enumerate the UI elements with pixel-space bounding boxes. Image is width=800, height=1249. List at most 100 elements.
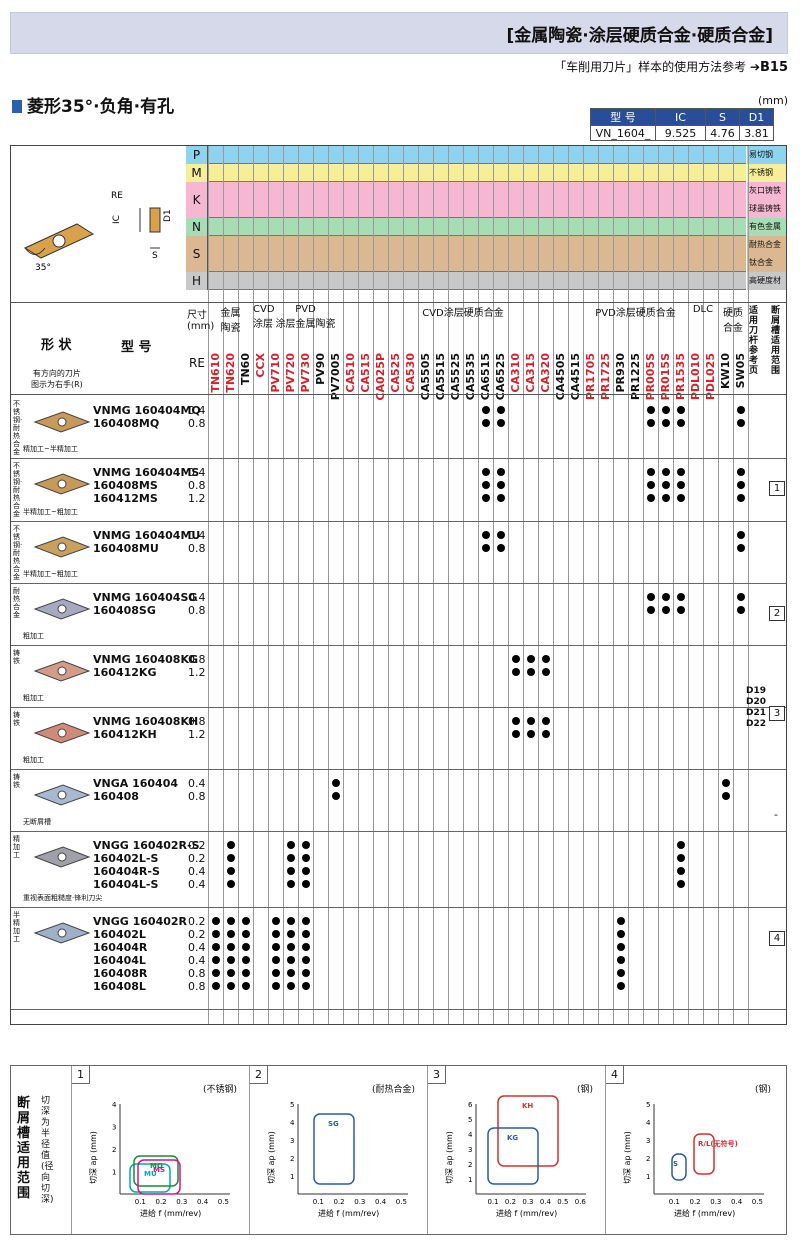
- grade-recommend-dot: [332, 792, 340, 800]
- svg-text:KG: KG: [507, 1134, 518, 1142]
- row-separator: [11, 831, 786, 832]
- grade-recommend-dot: [482, 531, 490, 539]
- grade-recommend-dot: [617, 943, 625, 951]
- grade-pr930: PR930: [614, 353, 627, 393]
- svg-text:0.1: 0.1: [669, 1198, 680, 1206]
- grade-gridline: [463, 146, 464, 1024]
- grade-recommend-dot: [302, 943, 310, 951]
- row-caption: 精加工~半精加工: [23, 445, 78, 453]
- grade-recommend-dot: [242, 969, 250, 977]
- grade-recommend-dot: [212, 917, 220, 925]
- dim-head: S: [705, 108, 740, 126]
- grade-recommend-dot: [242, 917, 250, 925]
- row-caption: 粗加工: [23, 632, 44, 640]
- grade-recommend-dot: [677, 419, 685, 427]
- grade-gridline: [208, 146, 209, 1024]
- grade-recommend-dot: [497, 531, 505, 539]
- grade-gridline: [613, 146, 614, 1024]
- svg-text:3: 3: [468, 1146, 472, 1154]
- grade-gridline: [343, 146, 344, 1024]
- grade-recommend-dot: [272, 943, 280, 951]
- grade-recommend-dot: [662, 593, 670, 601]
- insert-grade-table: RE IC D1 S 35° P易切钢碳钢 / 合金钢M不锈钢K灰口铸铁球墨铸铁…: [10, 145, 787, 1025]
- grade-pv720: PV720: [284, 353, 297, 393]
- svg-text:切深 ap (mm): 切深 ap (mm): [89, 1131, 98, 1184]
- grade-recommend-dot: [497, 494, 505, 502]
- svg-text:3: 3: [646, 1137, 650, 1145]
- range-note: 切深为半径值(径向切深): [41, 1096, 54, 1205]
- grade-tn610: TN610: [209, 353, 222, 393]
- svg-text:5: 5: [468, 1116, 472, 1124]
- model-list: VNGG 160402R 160402L 160404R 160404L 160…: [93, 915, 187, 993]
- row-caption: 无断屑槽: [23, 818, 51, 826]
- grade-recommend-dot: [512, 668, 520, 676]
- grade-recommend-dot: [227, 943, 235, 951]
- grade-recommend-dot: [662, 494, 670, 502]
- label-d1: D1: [163, 209, 173, 222]
- grade-recommend-dot: [227, 867, 235, 875]
- grade-recommend-dot: [272, 930, 280, 938]
- material-band-N: [186, 218, 746, 236]
- insert-image: [33, 660, 91, 682]
- grade-recommend-dot: [482, 544, 490, 552]
- grade-recommend-dot: [227, 956, 235, 964]
- row-caption: 重视表面粗糙度·锋利刀尖: [23, 894, 103, 902]
- grade-recommend-dot: [737, 468, 745, 476]
- svg-text:2: 2: [646, 1155, 650, 1163]
- grade-recommend-dot: [677, 841, 685, 849]
- grade-recommend-dot: [272, 982, 280, 990]
- svg-text:0.5: 0.5: [218, 1198, 229, 1206]
- svg-text:切深 ap (mm): 切深 ap (mm): [267, 1131, 276, 1184]
- grade-ca525: CA525: [389, 353, 402, 393]
- grade-recommend-dot: [497, 406, 505, 414]
- grade-gridline: [418, 146, 419, 1024]
- grade-recommend-dot: [227, 880, 235, 888]
- grade-recommend-dot: [722, 792, 730, 800]
- grade-recommend-dot: [737, 494, 745, 502]
- material-name: 钛合金: [747, 254, 786, 272]
- grade-group-header: 硬质 合金: [723, 308, 743, 334]
- svg-text:0.2: 0.2: [690, 1198, 701, 1206]
- grade-gridline: [268, 146, 269, 1024]
- svg-text:0.1: 0.1: [135, 1198, 146, 1206]
- sub-text: 「车削用刀片」样本的使用方法参考: [554, 60, 747, 74]
- row-application: 铸铁: [13, 649, 20, 665]
- re-values: 0.4 0.8: [188, 404, 206, 430]
- grade-recommend-dot: [677, 494, 685, 502]
- label-ic: IC: [112, 215, 122, 224]
- grade-recommend-dot: [512, 655, 520, 663]
- grade-gridline: [373, 146, 374, 1024]
- grade-recommend-dot: [512, 717, 520, 725]
- grade-pv90: PV90: [314, 353, 327, 385]
- row-caption: 粗加工: [23, 756, 44, 764]
- grade-kw10: KW10: [719, 353, 732, 389]
- row-application: 不锈钢·耐热合金: [13, 462, 23, 518]
- panel-number: 2: [250, 1066, 268, 1084]
- sub-ref-page[interactable]: B15: [760, 60, 788, 75]
- re-values: 0.8 1.2: [188, 715, 206, 741]
- grade-gridline: [688, 146, 689, 1024]
- svg-text:R/L(无符号): R/L(无符号): [698, 1139, 738, 1148]
- grade-recommend-dot: [737, 531, 745, 539]
- dim-head: D1: [739, 108, 774, 126]
- panel-material: (钢): [576, 1085, 593, 1095]
- label-s: S: [152, 251, 158, 261]
- model-list: VNMG 160404SG 160408SG: [93, 591, 198, 617]
- grade-tn620: TN620: [224, 353, 237, 393]
- row-caption: 半精加工~粗加工: [23, 570, 78, 578]
- grade-recommend-dot: [647, 593, 655, 601]
- material-name: 灰口铸铁: [747, 182, 786, 200]
- dim-head: 型 号: [590, 108, 656, 126]
- ref-head: 适用刀杆参考页: [749, 306, 759, 376]
- grade-gridline: [403, 146, 404, 1024]
- svg-text:0.2: 0.2: [505, 1198, 516, 1206]
- insert-image: [33, 473, 91, 495]
- grade-recommend-dot: [227, 969, 235, 977]
- material-letter: H: [186, 272, 208, 290]
- svg-text:MQ: MQ: [150, 1162, 163, 1170]
- grade-recommend-dot: [287, 982, 295, 990]
- range-box: 2: [769, 606, 785, 621]
- grade-gridline: [553, 146, 554, 1024]
- material-name: 高硬度材: [747, 272, 786, 290]
